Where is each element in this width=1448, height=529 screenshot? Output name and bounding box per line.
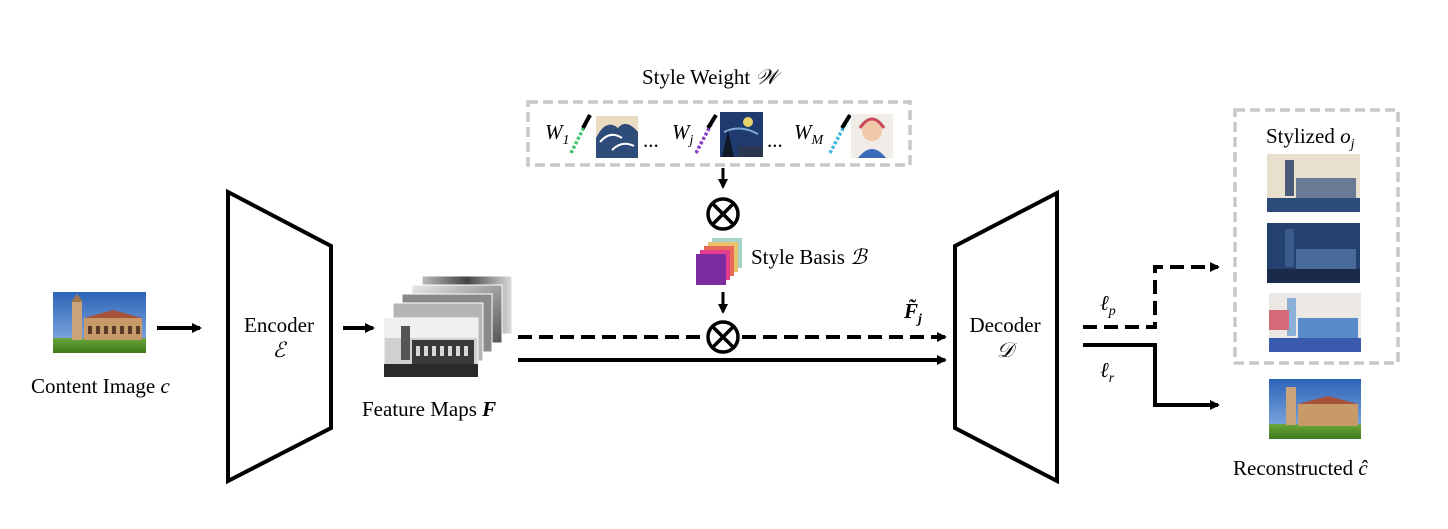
feature-maps-stack <box>383 275 513 378</box>
reconstructed-image <box>1269 379 1361 439</box>
stylized-output-starry <box>1267 223 1360 283</box>
arrow-decoder-to-reconstructed <box>1083 343 1220 410</box>
style-weight-box <box>526 100 912 167</box>
decoder-block <box>953 189 1059 485</box>
style-image-wave <box>596 116 638 158</box>
style-image-starry-night <box>720 112 763 157</box>
decoder-label: Decoder 𝒟 <box>969 313 1041 362</box>
style-image-portrait <box>851 114 893 158</box>
w1-bars <box>569 114 592 154</box>
encoder-label: Encoder ℰ <box>244 313 314 362</box>
content-image-label: Content Image c <box>31 374 170 398</box>
stylized-feature-label: F̃j <box>904 299 922 327</box>
stylized-output-portrait <box>1269 293 1361 352</box>
wj-bars <box>694 113 718 154</box>
ellipsis-2: ... <box>767 128 783 152</box>
multiply-upper <box>706 197 740 231</box>
wm-bars <box>828 113 852 154</box>
stylized-output-wave <box>1267 154 1360 212</box>
w1-label: W1 <box>545 120 570 148</box>
feature-maps-label: Feature Maps F <box>362 397 497 421</box>
encoder-block <box>226 188 333 485</box>
stylized-output-label: Stylized oj <box>1266 124 1355 152</box>
style-basis-stack <box>696 238 742 285</box>
content-image <box>53 292 146 353</box>
multiply-lower <box>706 320 740 354</box>
ellipsis-1: ... <box>643 128 659 152</box>
wm-label: WM <box>794 120 824 148</box>
style-weight-label: Style Weight 𝒲 <box>642 65 778 89</box>
reconstructed-label: Reconstructed ĉ <box>1233 456 1368 480</box>
style-basis-label: Style Basis ℬ <box>751 245 867 269</box>
perceptual-loss-label: ℓp <box>1100 291 1116 319</box>
wj-label: Wj <box>672 120 694 148</box>
reconstruction-loss-label: ℓr <box>1100 358 1115 386</box>
